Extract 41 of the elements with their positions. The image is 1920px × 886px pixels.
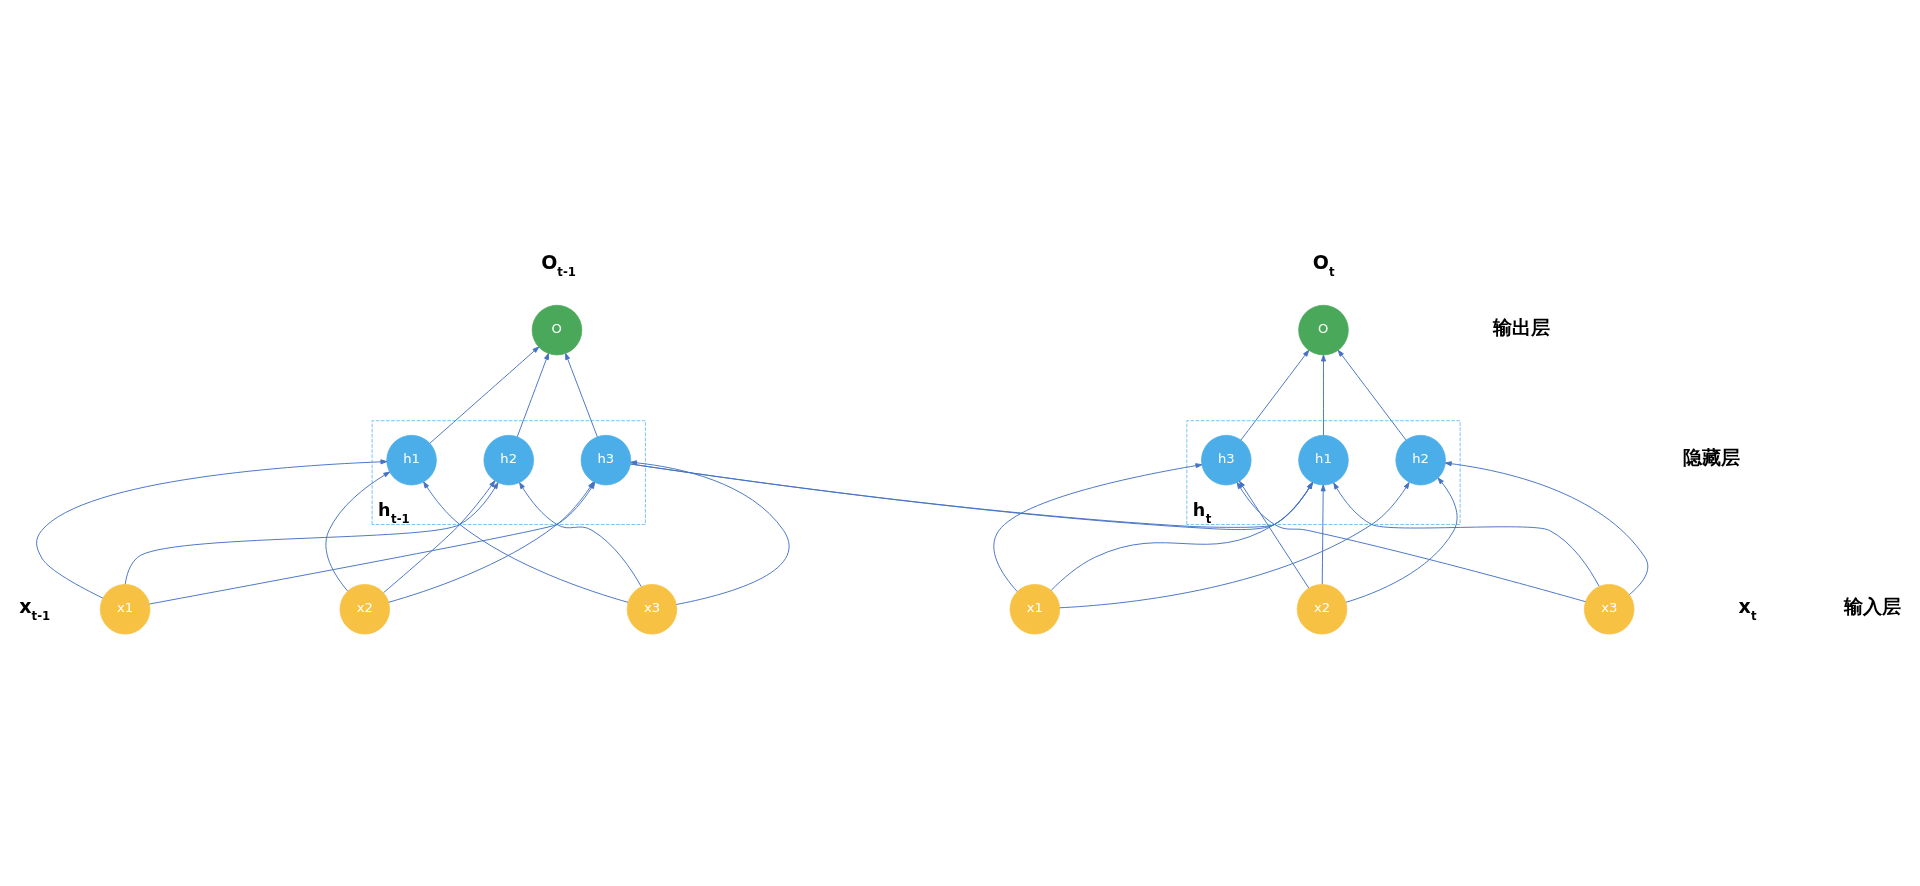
arrow: [1050, 482, 1313, 591]
arrow: [1320, 484, 1326, 585]
node-circle: x2: [1296, 584, 1347, 635]
arrow: [1058, 482, 1410, 609]
node-label: h$_{t-1}$: [377, 499, 410, 526]
node-label: O$_{t-1}$: [540, 251, 576, 280]
arrow: [35, 459, 387, 599]
label: 隐藏层: [1682, 446, 1740, 469]
arrow: [1236, 482, 1586, 603]
arrow: [1444, 461, 1648, 595]
label: 输出层: [1492, 315, 1550, 338]
arrow: [629, 460, 789, 605]
node-circle: h1: [1297, 434, 1349, 486]
node-circle: x3: [626, 584, 677, 635]
node-circle: x1: [99, 584, 150, 635]
label: x$_{t}$: [1738, 595, 1757, 624]
label: x$_{t-1}$: [18, 595, 50, 624]
cluster: [1185, 420, 1460, 525]
arrow: [629, 463, 1313, 531]
arrow: [1345, 477, 1458, 603]
node-label: O$_{t}$: [1312, 251, 1335, 280]
arrow: [324, 471, 390, 592]
arrow: [1332, 482, 1599, 587]
arrow: [1240, 349, 1309, 441]
arrow: [1320, 354, 1326, 436]
arrow: [564, 353, 598, 438]
arrow: [382, 480, 495, 594]
node-circle: x2: [339, 584, 390, 635]
node-label: h$_{t}$: [1192, 499, 1211, 526]
arrow: [1337, 349, 1406, 441]
arrow: [992, 463, 1202, 593]
arrow: [429, 346, 539, 444]
node-circle: x1: [1009, 584, 1060, 635]
node-circle: x3: [1583, 584, 1634, 635]
label: 输入层: [1843, 595, 1901, 618]
cluster: [371, 420, 646, 525]
arrow: [1238, 480, 1309, 589]
node-circle: h1: [385, 434, 437, 486]
arrow: [124, 482, 498, 585]
node-circle: h3: [580, 434, 631, 486]
arrow: [516, 353, 549, 438]
